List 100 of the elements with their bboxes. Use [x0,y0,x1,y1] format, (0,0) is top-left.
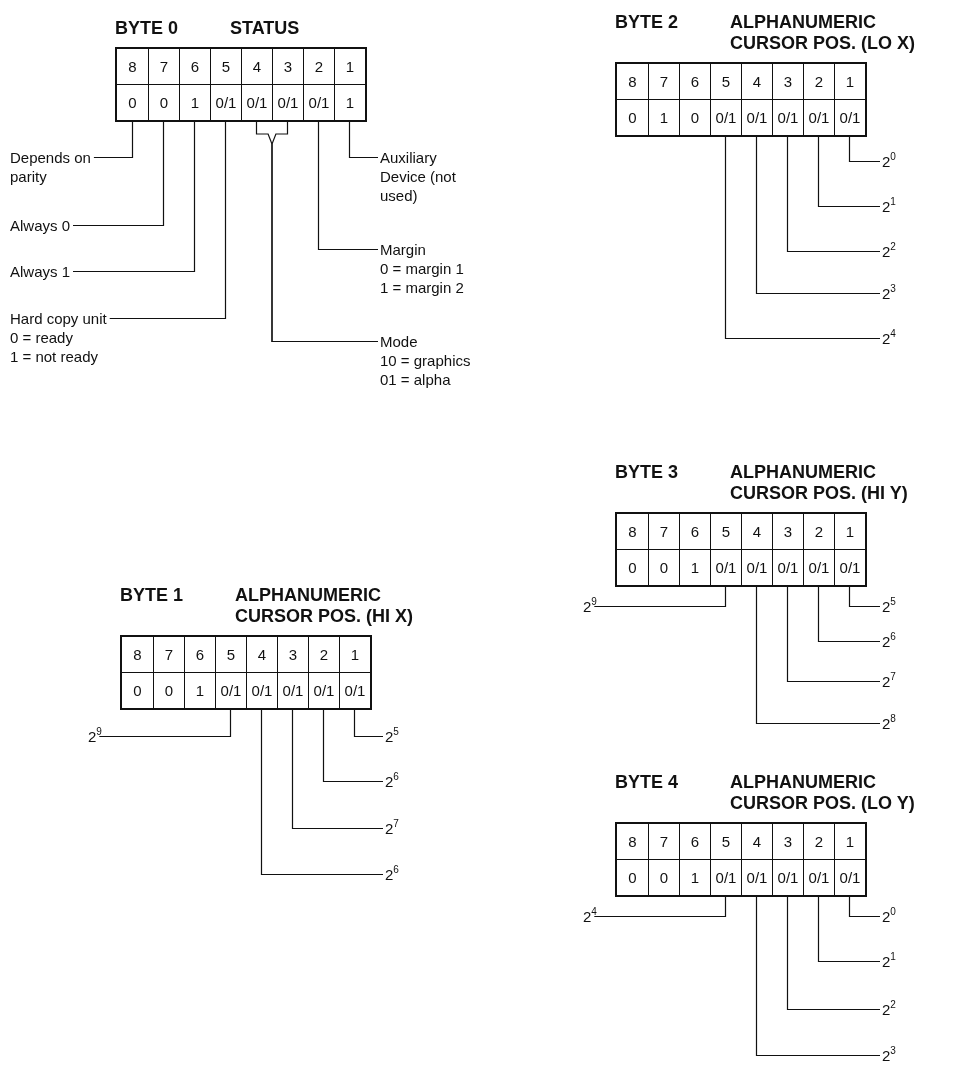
bit-number-cell: 1 [334,49,365,85]
register-title: ALPHANUMERIC CURSOR POS. (LO X) [730,12,916,54]
register-title: ALPHANUMERIC CURSOR POS. (LO Y) [730,772,916,814]
bit-weight-label: 2$^{1}$ [882,952,896,971]
bit-value-cell-text: 0 [627,558,638,578]
bit-number-cell: 7 [153,637,184,673]
leader-line [786,584,881,683]
bit-weight-label: 2$^{6}$ [882,632,896,651]
bit-number-cell: 4 [241,49,272,85]
bit-value-cell: 0/1 [272,85,303,120]
bit-value-cell: 0/1 [772,550,803,585]
bit-weight-label: 2$^{8}$ [882,714,896,733]
bit-number-cell: 7 [148,49,179,85]
bit-value-cell: 0/1 [803,550,834,585]
leader-line [593,894,727,918]
bit-description: Depends on parity [10,148,100,186]
bit-value-cell: 0/1 [210,85,241,120]
bit-value-cell: 0/1 [215,673,246,708]
leader-line [291,707,384,830]
bit-weight-label: 2$^{5}$ [385,727,399,746]
bit-value-cell: 1 [679,550,710,585]
description-line: 1 = margin 2 [380,278,464,297]
bit-number-cell: 8 [617,514,648,550]
bit-number-cell: 4 [741,824,772,860]
leader-line [817,134,881,208]
bit-number-cell: 3 [772,64,803,100]
bit-number-cell: 7 [648,514,679,550]
bit-weight-label: 2$^{3}$ [882,284,896,303]
bit-value-cell: 0/1 [772,860,803,895]
byte-label: BYTE 0 [115,18,180,39]
bit-weight-label: 2$^{1}$ [882,197,896,216]
bit-number-cell: 5 [710,824,741,860]
bit-weight-label: 2$^{9}$ [583,597,597,616]
bit-weight-label: 2$^{2}$ [882,242,896,261]
byte-label: BYTE 3 [615,462,680,483]
bit-number-cell: 5 [215,637,246,673]
bit-number-cell: 6 [679,824,710,860]
bit-number-cell: 3 [272,49,303,85]
bit-value-cell: 0/1 [741,100,772,135]
register-title: ALPHANUMERIC CURSOR POS. (HI X) [235,585,414,627]
bit-number-cell: 1 [834,64,865,100]
byte-label: BYTE 4 [615,772,680,793]
bit-value-cell: 0/1 [308,673,339,708]
bit-value-cell: 0 [153,673,184,708]
bit-value-cell: 0/1 [772,100,803,135]
bit-number-cell: 8 [617,64,648,100]
bit-value-cell: 1 [679,860,710,895]
bit-value-cell: 0/1 [834,860,865,895]
bit-number-cell: 6 [679,514,710,550]
bit-weight-label: 2$^{4}$ [882,329,896,348]
register-title: ALPHANUMERIC CURSOR POS. (HI Y) [730,462,909,504]
bit-number-cell: 5 [210,49,241,85]
bit-number-cell: 8 [122,637,153,673]
bit-value-cell: 0/1 [803,860,834,895]
description-line: 01 = alpha [380,370,452,389]
bit-number-cell: 3 [277,637,308,673]
bit-number-cell: 5 [710,64,741,100]
bit-value-cell: 1 [184,673,215,708]
bit-value-cell: 0/1 [339,673,370,708]
leader-line [72,119,165,227]
bit-value-cell-text: 0 [627,108,638,128]
bit-description: Always 1 [10,262,71,281]
bit-weight-label: 2$^{0}$ [882,152,896,171]
leader-line [260,707,384,876]
bit-value-cell-text: 0 [132,681,143,701]
bit-weight-label: 2$^{9}$ [88,727,102,746]
bit-value-cell: 0/1 [834,550,865,585]
leader-line [593,584,727,608]
description-heading: Margin [380,240,427,259]
bit-value-cell: 0/1 [710,550,741,585]
leader-line [72,119,196,273]
bit-number-cell: 8 [117,49,148,85]
bit-value-cell: 0/1 [277,673,308,708]
bit-description: Auxiliary Device (not used) [380,148,460,205]
bit-value-cell: 0/1 [303,85,334,120]
leader-line [724,134,881,340]
bit-value-cell: 0 [648,860,679,895]
bit-value-cell: 0/1 [803,100,834,135]
leader-line [848,584,881,608]
bit-number-cell: 1 [339,637,370,673]
description-heading: Mode [380,332,419,351]
leader-line [817,894,881,963]
description-line: 0 = ready [10,328,74,347]
description-line: 10 = graphics [380,351,471,370]
byte-label: BYTE 1 [120,585,185,606]
register-title: STATUS [230,18,300,39]
leader-line [317,119,379,251]
leader-line [817,584,881,643]
bit-weight-label: 2$^{4}$ [583,907,597,926]
leader-line [755,134,881,295]
bit-value-cell: 0/1 [834,100,865,135]
bit-weight-label: 2$^{7}$ [385,819,399,838]
byte-label: BYTE 2 [615,12,680,33]
bit-number-cell: 1 [834,514,865,550]
leader-line [348,119,379,159]
bit-number-cell: 7 [648,64,679,100]
leader-line [353,707,384,738]
bit-number-cell: 2 [803,824,834,860]
bit-value-cell: 0/1 [741,550,772,585]
leader-line [755,584,881,725]
